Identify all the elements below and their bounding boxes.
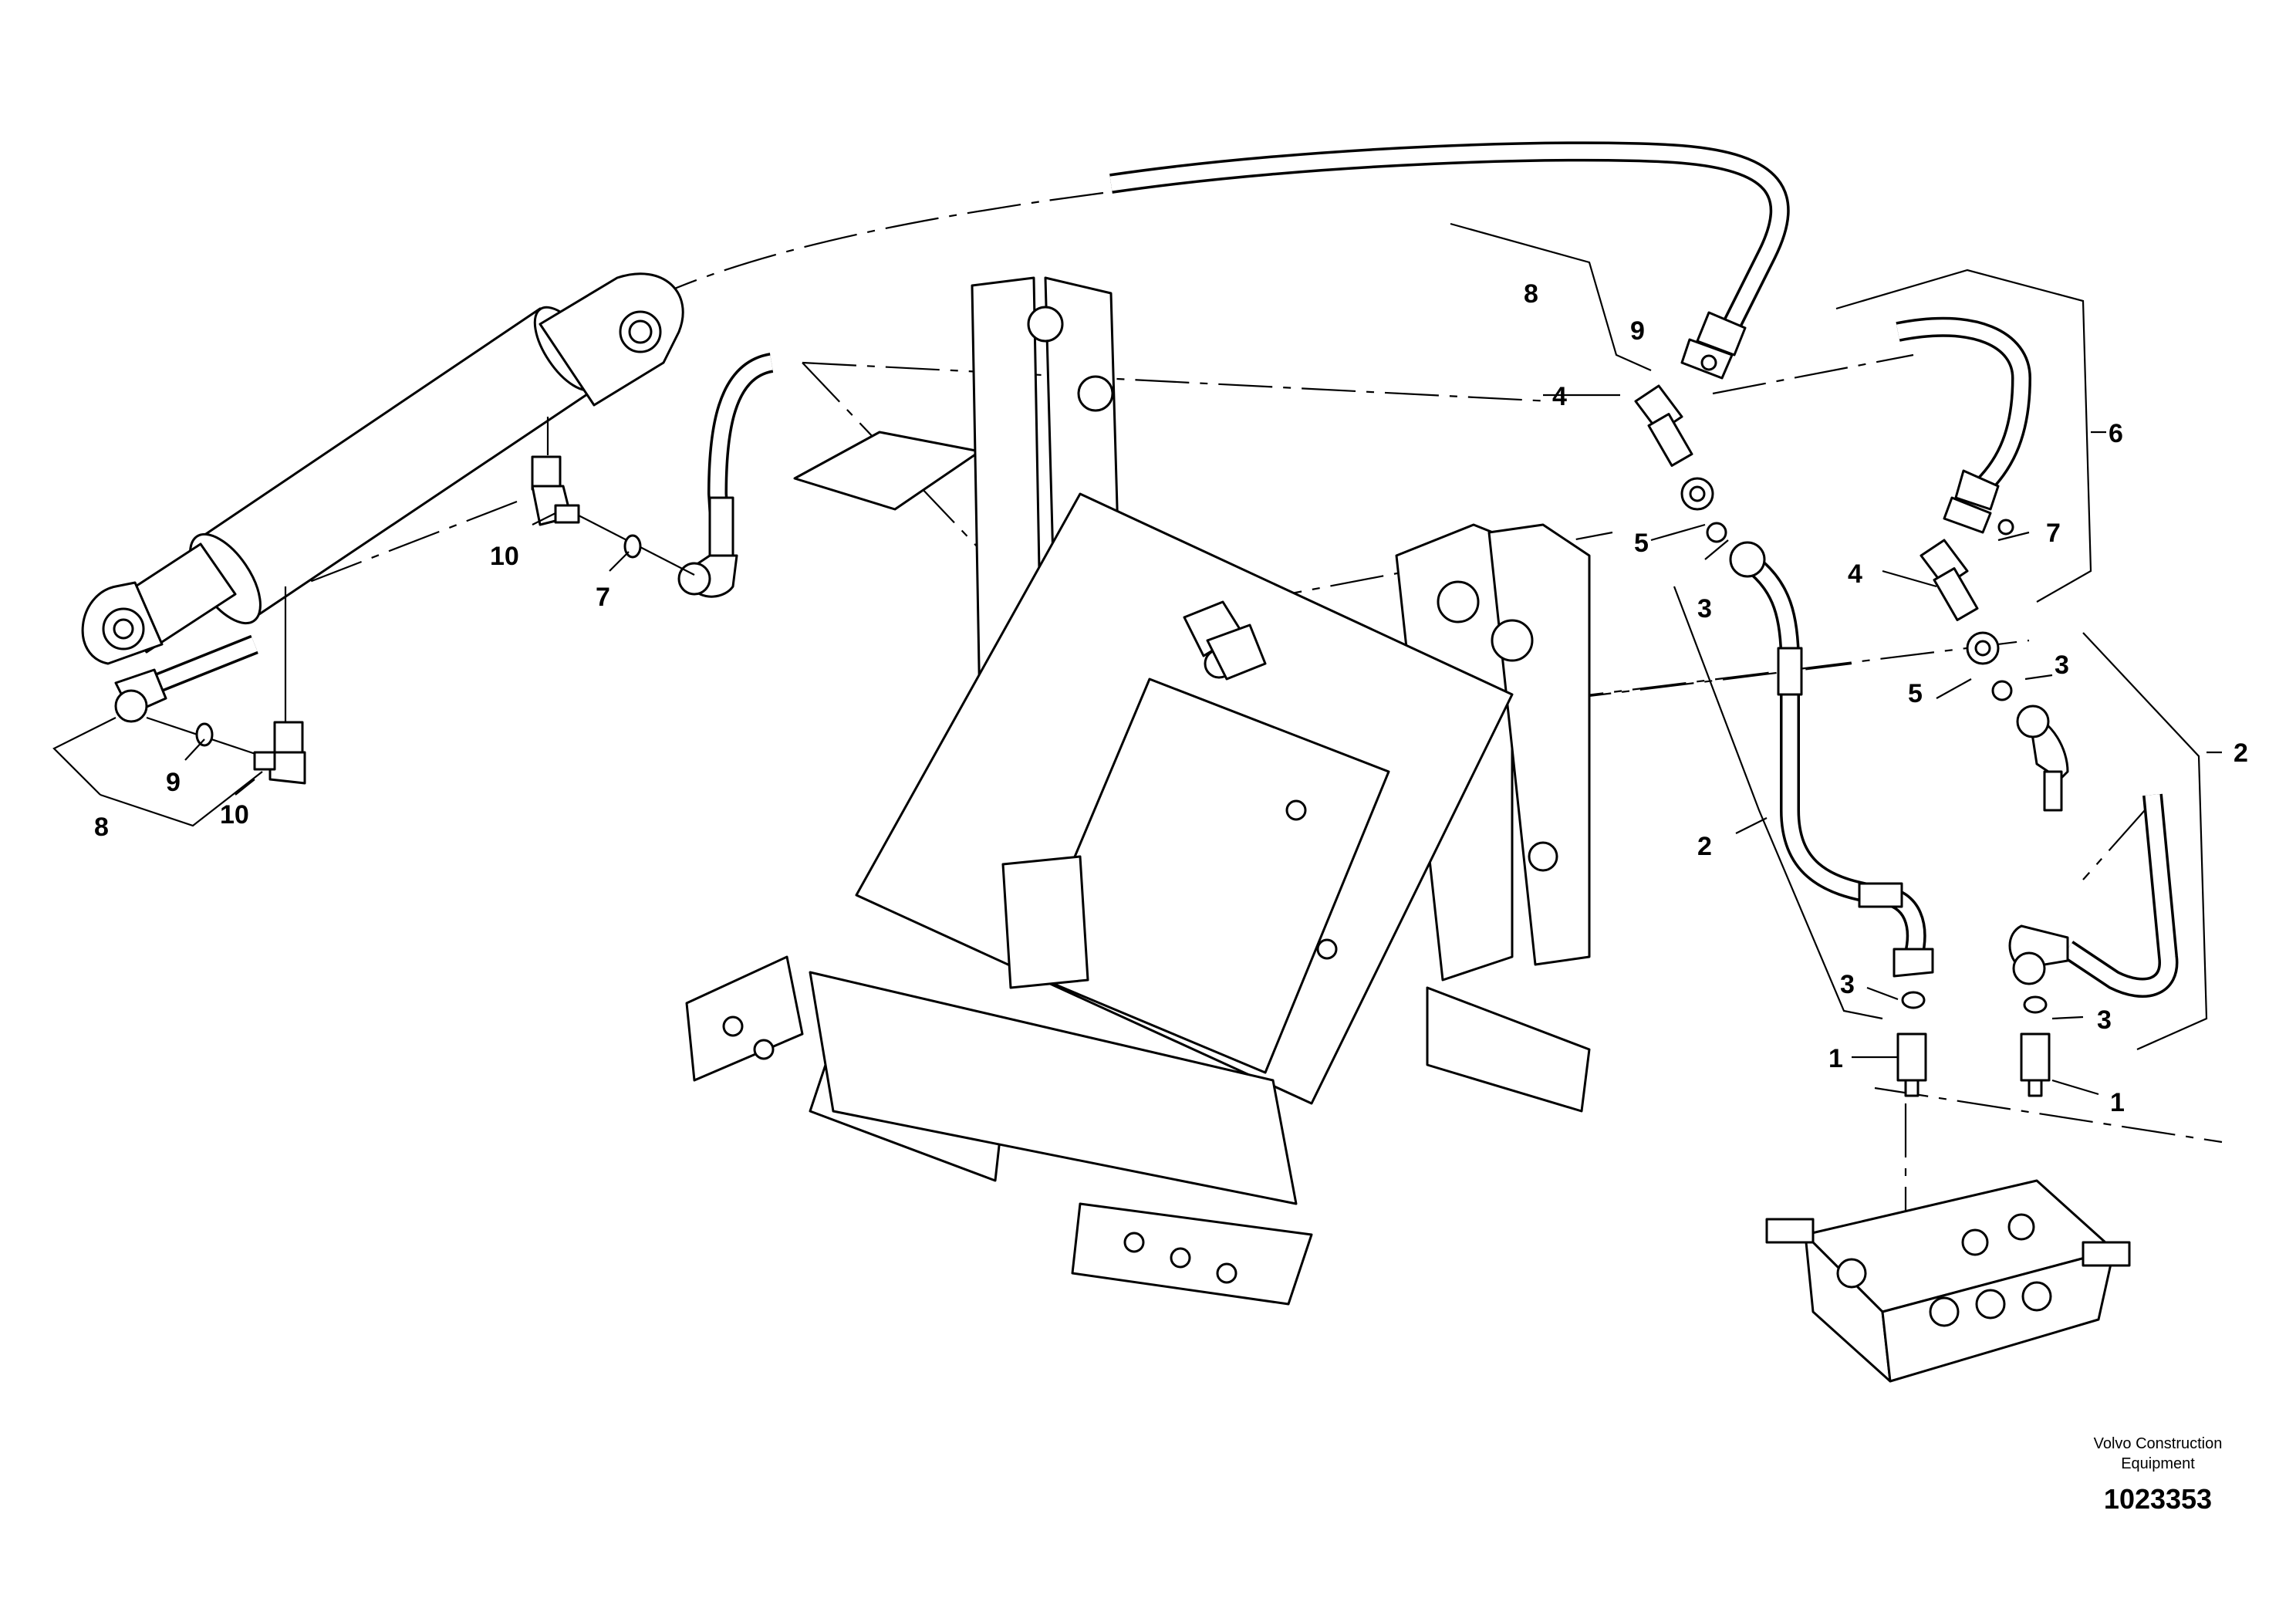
company-name-line2: Equipment xyxy=(2121,1455,2195,1472)
callout-4-top: 4 xyxy=(1552,382,1567,411)
callout-7-right: 7 xyxy=(2046,519,2061,548)
small-fittings xyxy=(1634,354,2051,1097)
callout-1-left: 1 xyxy=(1828,1044,1843,1073)
callout-6: 6 xyxy=(2109,419,2123,448)
callout-8-left: 8 xyxy=(94,813,109,842)
callout-labels: 8 9 4 5 3 6 7 4 5 3 2 2 3 3 1 1 10 7 9 1… xyxy=(94,279,2248,1117)
callout-4-right: 4 xyxy=(1848,559,1862,589)
callout-5-top: 5 xyxy=(1634,529,1649,558)
callout-3-top: 3 xyxy=(1697,594,1712,623)
callout-9-top: 9 xyxy=(1630,316,1645,346)
callout-3-lower-left: 3 xyxy=(1840,970,1855,999)
callout-10-lower: 10 xyxy=(220,800,249,830)
callout-2-left: 2 xyxy=(1697,832,1712,861)
loader-frame xyxy=(685,276,1591,1306)
callout-3-lower-right: 3 xyxy=(2097,1005,2112,1035)
upper-right-hose xyxy=(1896,316,2032,534)
center-hose xyxy=(1729,541,1934,978)
hydraulic-cylinder xyxy=(81,272,684,725)
callout-10-upper: 10 xyxy=(490,542,519,571)
callout-2-right: 2 xyxy=(2234,738,2248,768)
control-valve xyxy=(1765,1179,2131,1383)
drawing-number: 1023353 xyxy=(2104,1483,2212,1515)
callout-7-left: 7 xyxy=(596,583,610,612)
callout-9-left: 9 xyxy=(166,768,181,797)
callout-5-right: 5 xyxy=(1908,679,1923,708)
company-name-line1: Volvo Construction xyxy=(2094,1435,2223,1452)
right-lower-hose xyxy=(2008,705,2179,998)
callout-1-right: 1 xyxy=(2110,1088,2125,1117)
top-hose xyxy=(1109,141,1790,380)
left-frame-hose xyxy=(677,353,775,598)
footer: Volvo Construction Equipment 1023353 xyxy=(2094,1435,2223,1515)
callout-8-top: 8 xyxy=(1524,279,1538,309)
callout-3-right: 3 xyxy=(2055,650,2069,680)
leader-lines xyxy=(52,222,2222,1096)
left-lower-hose xyxy=(114,634,263,758)
left-fittings xyxy=(195,455,695,785)
